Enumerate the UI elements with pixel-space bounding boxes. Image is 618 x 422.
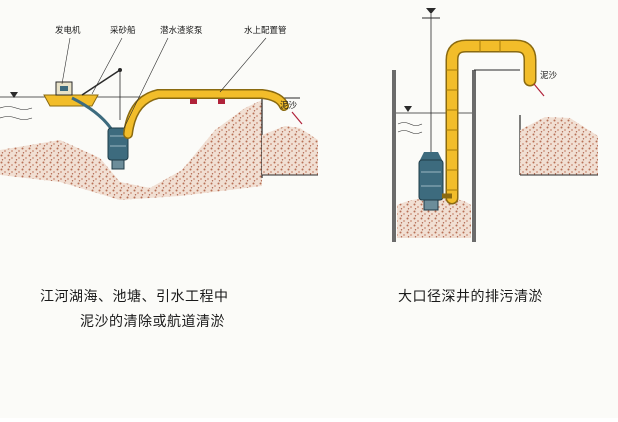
well-water-ripples: [397, 122, 423, 134]
label-pump: 潜水渣浆泵: [160, 25, 203, 36]
water-level-marker: [10, 92, 18, 98]
well-sediment: [397, 198, 471, 238]
label-mud-right: 泥沙: [540, 71, 558, 81]
caption-left-line-1: 江河湖海、池塘、引水工程中: [40, 289, 229, 305]
sand-boat: [43, 94, 99, 107]
well-submersible-pump: [418, 152, 444, 211]
leader-generator: [61, 37, 71, 85]
river-dredging-scene: 发电机 采砂船 潜水渣浆泵 水上配置管 泥沙: [0, 25, 318, 200]
left-discharge-pipe-fill: [124, 90, 288, 138]
leader-pump: [123, 37, 169, 129]
pump-power-hose: [71, 96, 114, 131]
hoist-tripod: [426, 8, 436, 14]
generator-window: [60, 86, 68, 91]
left-mud-pile: [262, 126, 318, 175]
left-water-ripples: [0, 106, 33, 120]
pipe-float-1: [190, 99, 197, 104]
submersible-slurry-pump: [107, 127, 129, 170]
leader-mud-left: [291, 111, 303, 125]
label-pipe: 水上配置管: [244, 25, 287, 36]
caption-right: 大口径深井的排污清淤: [398, 289, 543, 305]
label-mud-left: 泥沙: [280, 101, 298, 111]
well-riser-pipe-fill: [447, 41, 535, 203]
right-mud-pile: [520, 117, 598, 175]
leader-pipe: [219, 37, 267, 93]
crane-pulley: [118, 68, 122, 72]
caption-left-line-2: 泥沙的清除或航道清淤: [80, 314, 225, 330]
well-water-level-marker: [404, 106, 412, 112]
leader-mud-right: [533, 83, 545, 97]
label-generator: 发电机: [55, 25, 81, 36]
label-sand-boat: 采砂船: [110, 25, 136, 36]
crane-boom: [81, 69, 121, 96]
riser-pipe-bands: [446, 40, 501, 191]
well-riser-pipe: [445, 39, 537, 205]
deep-well-scene: 泥沙: [392, 8, 598, 242]
left-sediment-bed: [0, 100, 262, 200]
pipe-float-2: [218, 99, 225, 104]
leader-sand-boat: [91, 37, 123, 95]
